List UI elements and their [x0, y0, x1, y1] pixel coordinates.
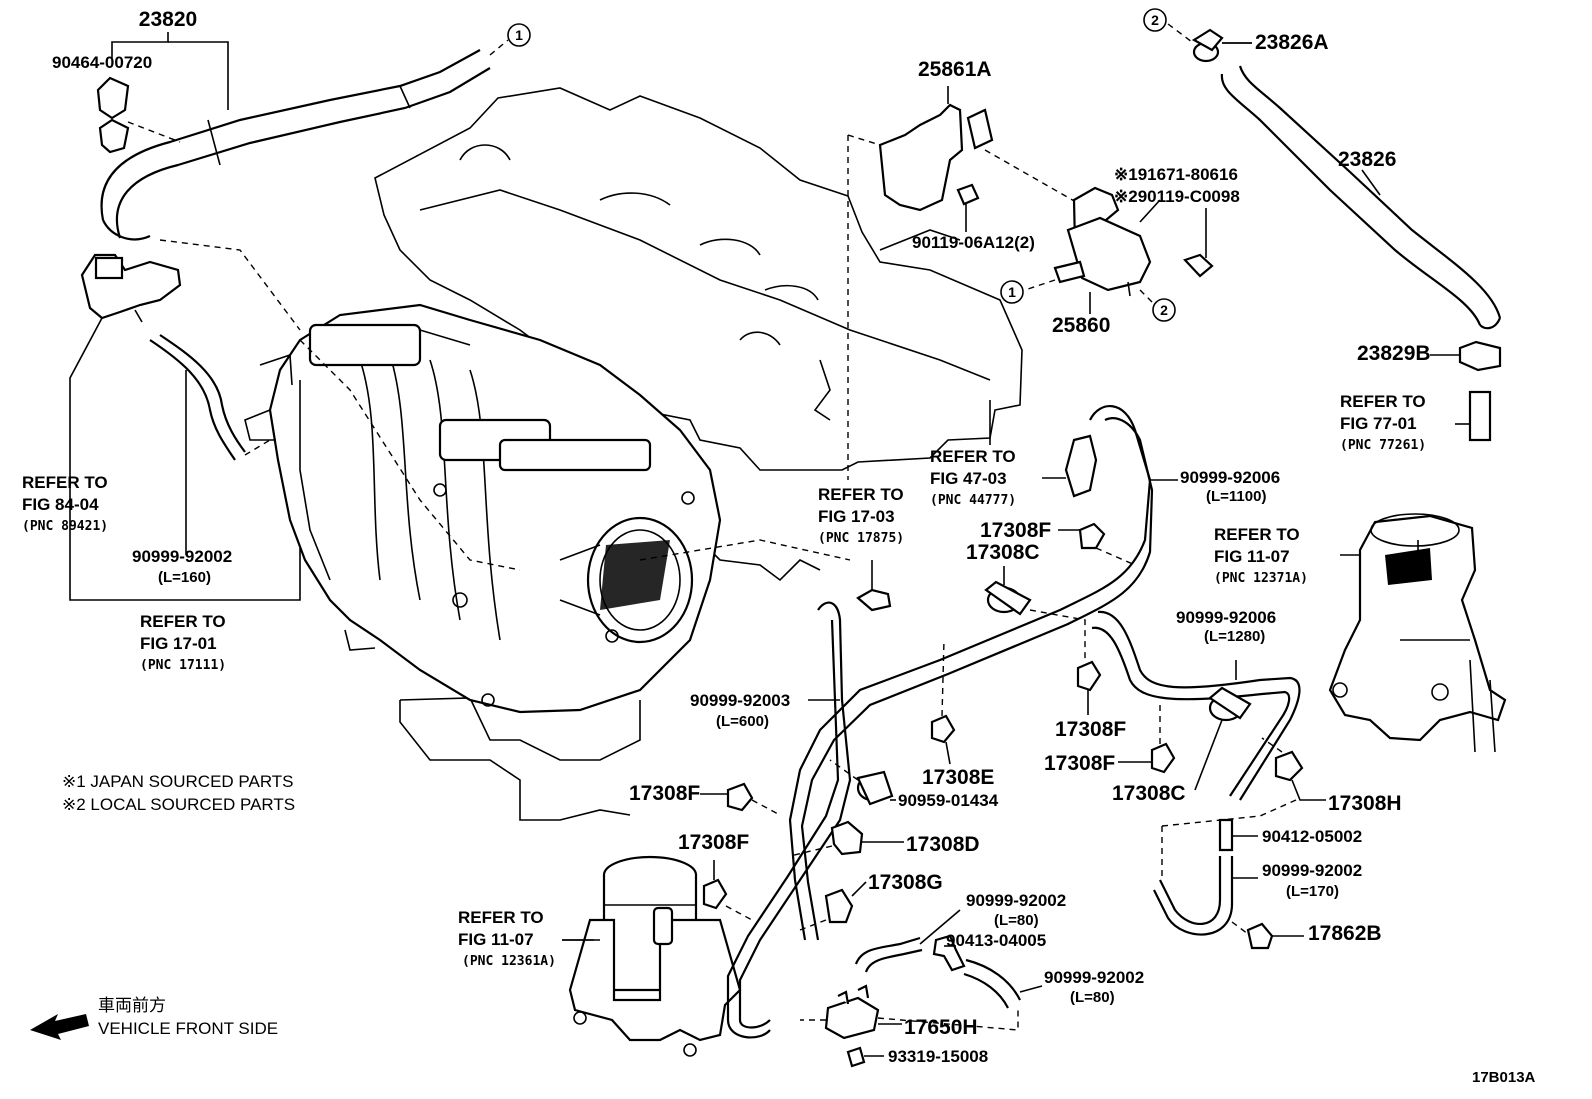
callout-label: FIG 11-07	[458, 930, 534, 949]
callout-label: 90999-92003	[690, 691, 790, 710]
callout-label: 17308F	[629, 782, 700, 805]
callout-label: 17308C	[1112, 782, 1186, 805]
callout-label: FIG 11-07	[1214, 547, 1290, 566]
callout-label: 17B013A	[1472, 1069, 1536, 1086]
reference-marker: 2	[1152, 298, 1176, 322]
intake-manifold	[244, 303, 722, 714]
bracket-25861a	[847, 86, 1091, 480]
callout-label: 23826	[1338, 148, 1396, 171]
callout-label: 車両前方	[98, 996, 166, 1015]
leader-lines	[111, 32, 1419, 941]
reference-markers: 1 2 1 2	[507, 8, 1176, 322]
callout-label: (L=80)	[1070, 989, 1115, 1006]
callout-label: ※1 JAPAN SOURCED PARTS	[62, 772, 294, 791]
callout-label: REFER TO	[140, 612, 226, 631]
callout-label: 17308E	[922, 766, 994, 789]
callout-label: 23820	[139, 8, 197, 31]
callout-label: (PNC 44777)	[930, 493, 1016, 508]
callout-label: REFER TO	[1340, 392, 1426, 411]
callout-label: 90412-05002	[1262, 827, 1362, 846]
callout-label: ※290119-C0098	[1114, 187, 1240, 206]
valve-25860	[1024, 186, 1214, 314]
clamps-and-fittings	[700, 400, 1326, 1068]
hose-90999-92002-l160	[149, 334, 271, 555]
callout-label: ※2 LOCAL SOURCED PARTS	[62, 795, 295, 814]
callout-label: (PNC 17875)	[818, 531, 904, 546]
callout-label: 90999-92006	[1176, 608, 1276, 627]
callout-label: 17650H	[904, 1016, 978, 1039]
callout-label: 90413-04005	[946, 931, 1046, 950]
marker-circle	[1000, 280, 1024, 304]
reference-marker: 1	[507, 23, 531, 47]
vacuum-hoses	[726, 404, 1301, 1039]
vehicle-front-arrow-icon	[30, 1014, 89, 1040]
hose-23820	[100, 39, 509, 241]
callout-label: (L=160)	[158, 569, 211, 586]
callout-label: 17308F	[1044, 752, 1115, 775]
marker-label: 2	[1160, 302, 1168, 318]
callout-label: 23829B	[1357, 342, 1431, 365]
callout-label: 17308H	[1328, 792, 1402, 815]
marker-circle	[1152, 298, 1176, 322]
callout-label: 93319-15008	[888, 1047, 988, 1066]
reference-marker: 1	[1000, 280, 1024, 304]
callout-label: REFER TO	[22, 473, 108, 492]
callout-label: (PNC 12361A)	[462, 954, 556, 969]
callout-label: 90959-01434	[898, 791, 999, 810]
marker-circle	[1143, 8, 1167, 32]
marker-label: 1	[515, 27, 523, 43]
callout-label: (L=80)	[994, 912, 1039, 929]
sensor-bracket	[69, 239, 301, 601]
marker-label: 2	[1151, 12, 1159, 28]
reference-marker: 2	[1143, 8, 1167, 32]
callout-label: FIG 17-01	[140, 634, 217, 653]
engine-mount-left	[562, 855, 742, 1057]
callout-label: (L=1100)	[1206, 488, 1266, 505]
clamp-23829b	[1430, 340, 1502, 442]
callout-label: 23826A	[1255, 31, 1329, 54]
callout-label: FIG 47-03	[930, 469, 1007, 488]
engine-mount-right	[1328, 513, 1507, 753]
callout-label: VEHICLE FRONT SIDE	[98, 1019, 278, 1038]
callout-labels: 23820 90464-00720 25861A 23826A 23826 ※191671…	[22, 8, 1536, 1086]
callout-label: 17308F	[678, 831, 749, 854]
marker-label: 1	[1008, 284, 1016, 300]
callout-label: 17308G	[868, 871, 943, 894]
callout-label: 17308F	[980, 519, 1051, 542]
callout-label: 90999-92002	[1044, 968, 1144, 987]
callout-label: REFER TO	[930, 447, 1016, 466]
callout-label: 90119-06A12(2)	[912, 233, 1035, 252]
callout-label: (PNC 17111)	[140, 658, 226, 673]
callout-label: FIG 84-04	[22, 495, 99, 514]
callout-label: (PNC 89421)	[22, 519, 108, 534]
clamp-90464-00720	[96, 76, 181, 154]
callout-label: (L=1280)	[1204, 628, 1265, 645]
callout-label: FIG 17-03	[818, 507, 895, 526]
callout-label: 90999-92002	[1262, 861, 1362, 880]
callout-label: FIG 77-01	[1340, 414, 1417, 433]
callout-label: 90464-00720	[52, 53, 152, 72]
callout-label: (L=600)	[716, 713, 769, 730]
marker-circle	[507, 23, 531, 47]
callout-label: REFER TO	[1214, 525, 1300, 544]
callout-label: (L=170)	[1286, 883, 1339, 900]
callout-label: REFER TO	[818, 485, 904, 504]
callout-label: (PNC 12371A)	[1214, 571, 1308, 586]
callout-label: 17862B	[1308, 922, 1382, 945]
callout-label: 25860	[1052, 314, 1110, 337]
callout-label: 90999-92006	[1180, 468, 1280, 487]
callout-label: 90999-92002	[132, 547, 232, 566]
callout-label: 90999-92002	[966, 891, 1066, 910]
callout-label: 17308D	[906, 833, 980, 856]
hose-23826	[1220, 65, 1502, 330]
callout-label: REFER TO	[458, 908, 544, 927]
connection-lines-manifold	[299, 339, 851, 571]
callout-label: 17308C	[966, 541, 1040, 564]
callout-label: ※191671-80616	[1114, 165, 1238, 184]
callout-label: 25861A	[918, 58, 992, 81]
callout-label: 17308F	[1055, 718, 1126, 741]
callout-label: (PNC 77261)	[1340, 438, 1426, 453]
